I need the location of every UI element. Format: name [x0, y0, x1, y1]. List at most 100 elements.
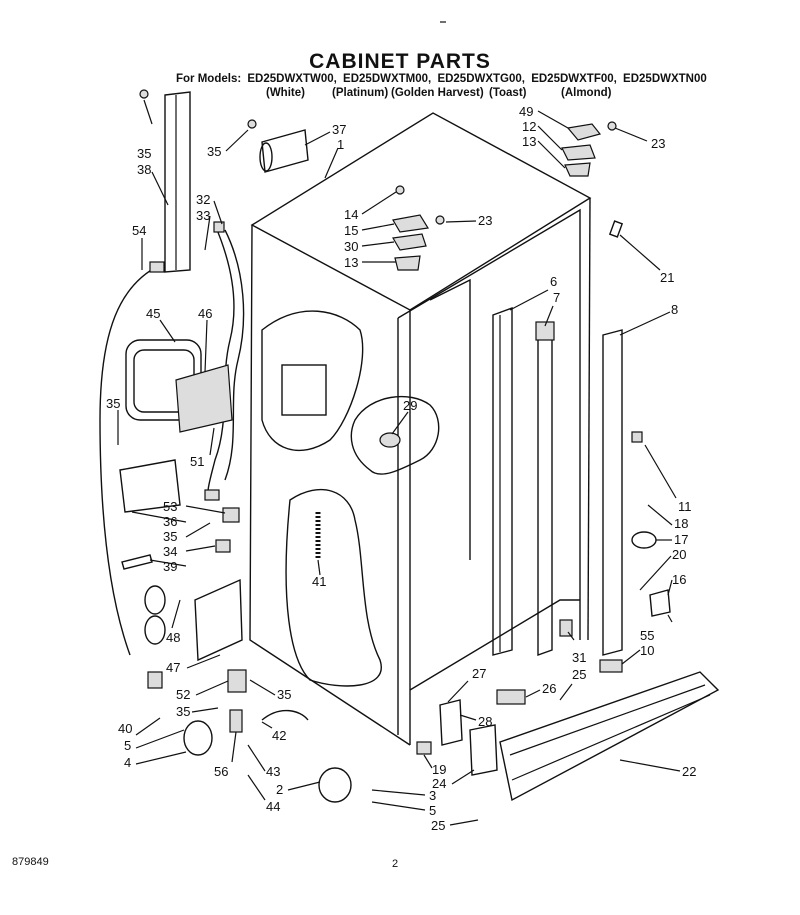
model-number: ED25DWXTW00, [247, 73, 337, 85]
callout-label: 3 [429, 788, 436, 803]
valve-2 [318, 767, 352, 803]
leader-line [171, 599, 181, 629]
leader-line [361, 223, 395, 231]
callout-label: 7 [553, 290, 560, 305]
callout-label: 35 [207, 144, 221, 159]
callout-label: 44 [266, 799, 280, 814]
strip-cap [535, 321, 555, 341]
callout-label: 23 [651, 136, 665, 151]
leader-line [449, 819, 479, 826]
callout-label: 11 [678, 499, 692, 514]
leader-line [185, 545, 216, 552]
leader-line [451, 769, 475, 785]
leader-line [525, 689, 541, 698]
leader-line [445, 220, 477, 223]
callout-label: 37 [332, 122, 346, 137]
leader-line [135, 729, 185, 749]
leader-line [143, 99, 153, 125]
connector [149, 261, 165, 273]
leader-line [151, 171, 169, 206]
connector [213, 221, 225, 233]
callout-label: 54 [132, 223, 146, 238]
breaker-strip-6 [492, 306, 513, 656]
part-31 [559, 619, 573, 637]
callout-label: 24 [432, 776, 446, 791]
bracket-24 [469, 724, 498, 776]
callout-label: 16 [672, 572, 686, 587]
callout-label: 32 [196, 192, 210, 207]
wire-coil [144, 585, 166, 615]
leader-line [639, 555, 672, 591]
page-title: CABINET PARTS [309, 50, 491, 73]
model-number: ED25DWXTM00, [343, 73, 432, 85]
callout-label: 35 [277, 687, 291, 702]
callout-label: 40 [118, 721, 132, 736]
callout-label: 13 [522, 134, 536, 149]
leader-line [324, 147, 339, 179]
leader-line [135, 751, 187, 765]
grille-line [511, 694, 711, 781]
leader-line [204, 215, 211, 251]
callout-label: 4 [124, 755, 131, 770]
leader-line [247, 774, 266, 801]
leader-line [231, 731, 237, 763]
finish-label: (Toast) [489, 87, 527, 99]
kick-plate-grille [499, 671, 720, 802]
clip-19 [416, 741, 432, 755]
callout-label: 35 [163, 529, 177, 544]
callout-label: 20 [672, 547, 686, 562]
leader-line [619, 311, 671, 336]
callout-label: 5 [429, 803, 436, 818]
callout-label: 25 [572, 667, 586, 682]
leader-line [261, 721, 273, 729]
part-10 [599, 659, 623, 673]
channel-strip [164, 91, 191, 273]
callout-label: 5 [124, 738, 131, 753]
part-39 [121, 554, 153, 570]
leader-line [559, 683, 573, 701]
cabinet-back-edge [587, 197, 591, 641]
leader-line [159, 319, 176, 343]
callout-label: 49 [519, 104, 533, 119]
clip-53 [222, 507, 240, 523]
tube-42 [261, 709, 309, 721]
leader-line [391, 411, 409, 435]
screw [435, 215, 445, 225]
callout-label: 13 [344, 255, 358, 270]
power-wire [99, 264, 161, 656]
part-37-end [259, 142, 273, 172]
wiring-harness-2 [224, 229, 245, 481]
leader-line [619, 759, 681, 772]
leader-line [459, 714, 477, 721]
callout-label: 35 [176, 704, 190, 719]
callout-label: 26 [542, 681, 556, 696]
screw [607, 121, 617, 131]
leader-line [423, 754, 433, 769]
bracket-28 [439, 699, 463, 746]
screw [395, 185, 405, 195]
leader-line [537, 140, 566, 169]
callout-label: 55 [640, 628, 654, 643]
finish-label: (Platinum) [332, 87, 389, 99]
leader-line [287, 781, 321, 791]
cabinet-left-side [249, 224, 411, 746]
grille-line [509, 684, 706, 756]
part-21 [608, 220, 624, 238]
plug [147, 671, 163, 689]
callout-label: 17 [674, 532, 688, 547]
cover-plate [119, 459, 181, 513]
leader-line [209, 427, 215, 456]
leader-line [149, 559, 187, 567]
leader-line [647, 504, 673, 526]
part-16 [649, 589, 671, 617]
leader-line [185, 522, 211, 538]
leader-line [667, 614, 673, 623]
wire-coil [144, 615, 166, 645]
callout-label: 38 [137, 162, 151, 177]
leader-line [247, 744, 266, 772]
trim-strip-8 [602, 329, 623, 656]
compressor-cover-48 [194, 578, 243, 662]
leader-line [614, 127, 648, 142]
